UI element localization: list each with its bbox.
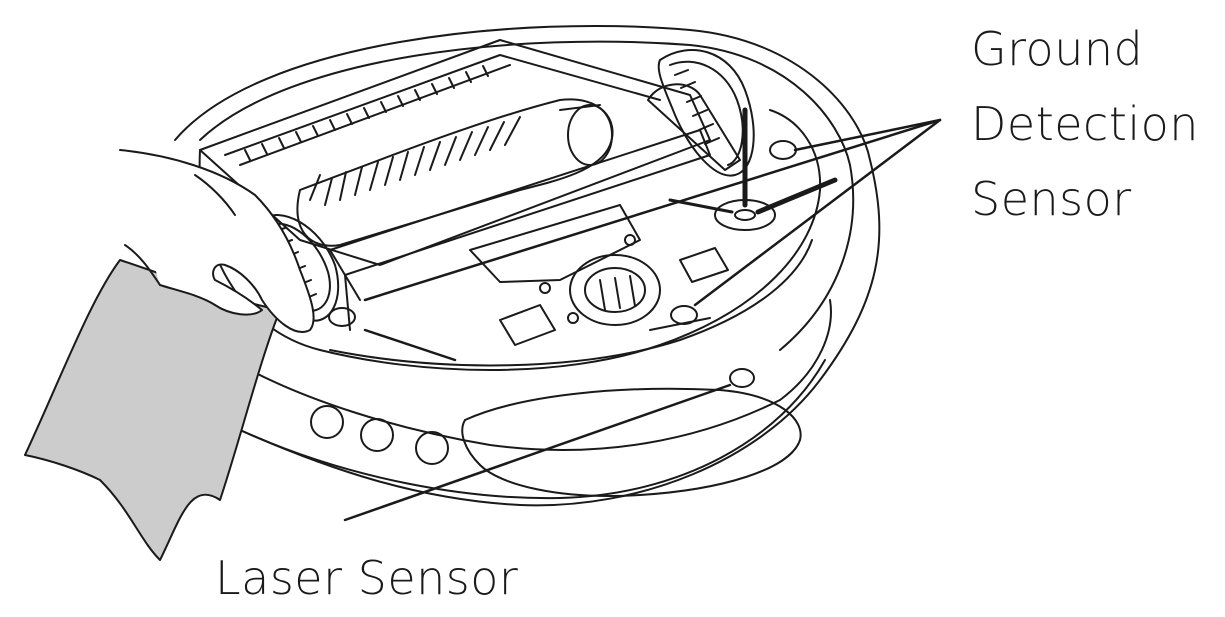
leader-ground-1 — [793, 118, 942, 152]
bottom-plate — [344, 204, 729, 346]
hand — [119, 149, 315, 333]
ground-label-line-1: Ground — [971, 22, 1144, 76]
right-wheel — [647, 49, 755, 177]
laser-sensor-label: Laser Sensor — [215, 551, 519, 605]
leader-laser — [343, 383, 732, 522]
ground-label-line-3: Sensor — [971, 172, 1132, 226]
hand-with-cloth — [24, 149, 315, 561]
ground-detection-sensor-label: Ground Detection Sensor — [971, 22, 1199, 247]
ground-sensor-right — [769, 140, 797, 160]
leader-lines — [343, 118, 942, 522]
main-brush-compartment — [199, 39, 711, 301]
leader-ground-3 — [693, 118, 942, 307]
ground-label-line-2: Detection — [971, 97, 1199, 151]
leader-ground-2 — [363, 118, 942, 302]
front-sensor-circles — [310, 405, 449, 465]
ground-sensors — [328, 140, 797, 331]
side-brush — [668, 107, 838, 231]
laser-sensor-window — [729, 368, 755, 388]
ground-sensor-left — [328, 307, 356, 327]
